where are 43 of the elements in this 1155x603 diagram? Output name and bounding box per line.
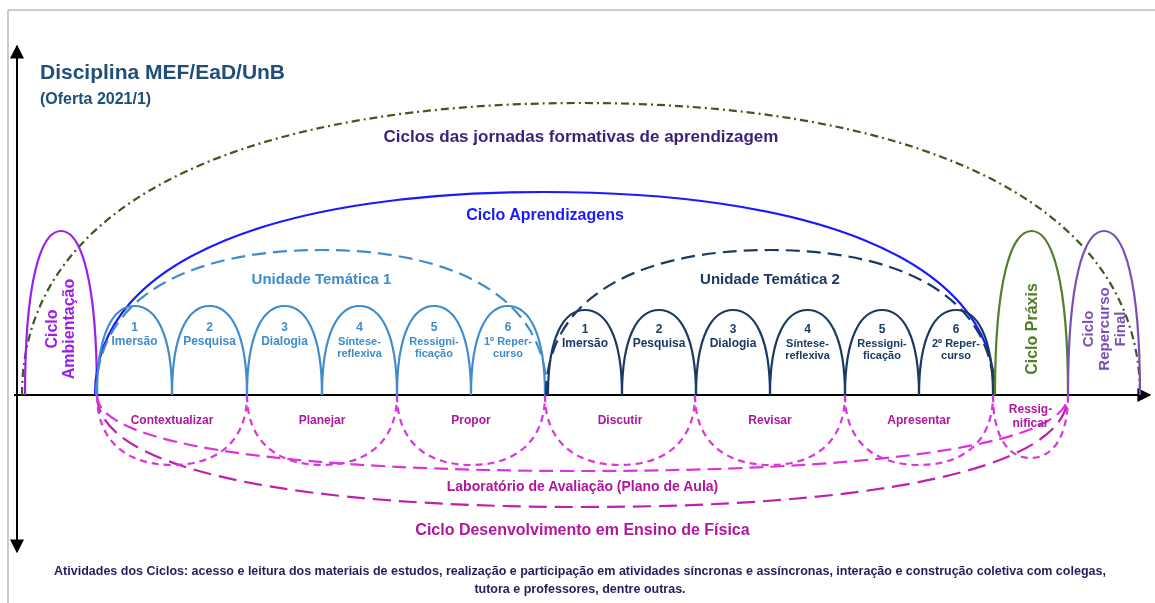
arc-label: Contextualizar [130, 414, 214, 428]
step-number: 6 [952, 323, 960, 337]
cycle-label: Ciclo Práxis [1023, 282, 1040, 378]
arc-label: Unidade Temática 2 [700, 270, 840, 288]
arc-label: Planejar [298, 414, 346, 428]
arc-label: Laboratório de Avaliação (Plano de Aula) [446, 478, 719, 495]
arc-label: Ciclo Desenvolvimento em Ensino de Física [415, 521, 750, 540]
subtitle: (Oferta 2021/1) [40, 90, 152, 108]
step-label: Dialogia [261, 334, 308, 349]
step-number: 3 [281, 321, 288, 335]
arc-label: Ciclo Aprendizagens [466, 206, 624, 225]
arc-label: Apresentar [887, 414, 951, 428]
step-label: Imersão [111, 334, 158, 349]
arc-label: Propor [451, 414, 491, 428]
step-label: 1º Reper- curso [482, 334, 533, 361]
cycle-label: Ciclo Ambientação [44, 278, 78, 382]
step-number: 3 [729, 323, 737, 337]
arc-label: Discutir [597, 414, 643, 428]
step-number: 5 [430, 321, 438, 335]
step-number: 2 [206, 321, 213, 335]
arc-label: Ciclos das jornadas formativas de aprendizagem [383, 127, 779, 147]
cycle-label: Ciclo Repercurso Final [1080, 286, 1128, 374]
step-number: 4 [356, 321, 363, 335]
step-number: 2 [655, 323, 663, 337]
arc-label: Revisar [748, 414, 792, 428]
step-label: Imersão [562, 336, 608, 351]
step-number: 1 [581, 323, 589, 337]
arc-label: Unidade Temática 1 [251, 270, 392, 288]
arc-label: Ressig- nificar [1007, 403, 1054, 431]
step-number: 4 [804, 323, 811, 337]
step-number: 1 [131, 321, 138, 335]
step-label: Síntese- reflexiva [336, 334, 383, 361]
step-label: 2º Reper- curso [930, 336, 981, 363]
title: Disciplina MEF/EaD/UnB [40, 60, 286, 84]
step-label: Ressigni- ficação [408, 334, 460, 361]
step-number: 5 [878, 323, 886, 337]
caption: Atividades dos Ciclos: acesso e leitura dos materiais de estudos, realização e participação em atividades síncronas e assíncronas, interação e construção coletiva com colegas, tutora e professores, dentre outras. [53, 563, 1107, 599]
step-label: Pesquisa [183, 334, 236, 349]
step-label: Pesquisa [632, 336, 686, 351]
step-number: 6 [504, 321, 512, 335]
step-label: Ressigni- ficação [856, 336, 908, 363]
step-label: Dialogia [709, 336, 757, 351]
step-label: Síntese- reflexiva [784, 336, 831, 363]
